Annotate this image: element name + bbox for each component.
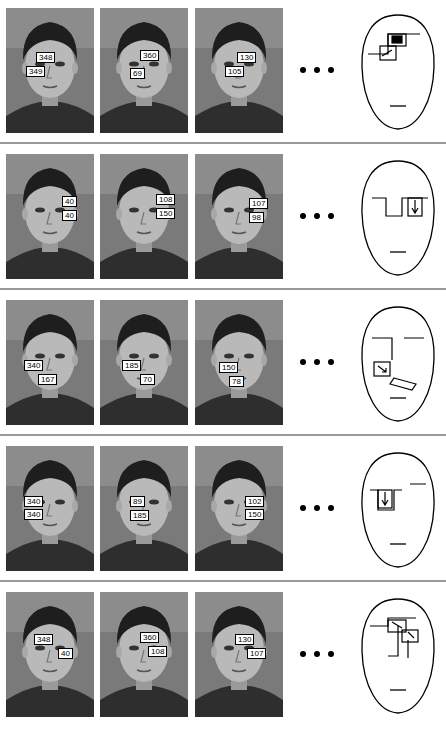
feature-value: 360 — [143, 633, 156, 642]
feature-value: 360 — [143, 51, 156, 60]
feature-value-box: 70 — [140, 374, 155, 385]
feature-value: 130 — [240, 53, 253, 62]
feature-value-box: 107 — [247, 648, 266, 659]
feature-value: 150 — [248, 510, 261, 519]
feature-value-box: 89 — [130, 496, 145, 507]
feature-value-box: 185 — [130, 510, 149, 521]
feature-value: 185 — [125, 361, 138, 370]
feature-value-box: 167 — [38, 374, 57, 385]
feature-value: 108 — [159, 195, 172, 204]
feature-value-box: 108 — [148, 646, 167, 657]
feature-value: 102 — [248, 497, 261, 506]
feature-value-box: 150 — [245, 509, 264, 520]
feature-value-box: 348 — [34, 634, 53, 645]
feature-value: 107 — [250, 649, 263, 658]
feature-value: 108 — [151, 647, 164, 656]
feature-value: 130 — [238, 635, 251, 644]
feature-value-box: 105 — [225, 66, 244, 77]
feature-value-box: 40 — [62, 196, 77, 207]
feature-value: 40 — [65, 197, 74, 206]
feature-value-box: 98 — [249, 212, 264, 223]
feature-value: 340 — [27, 361, 40, 370]
feature-value: 150 — [159, 209, 172, 218]
feature-value: 349 — [29, 67, 42, 76]
feature-value: 89 — [133, 497, 142, 506]
feature-value-box: 108 — [156, 194, 175, 205]
feature-value-box: 150 — [219, 362, 238, 373]
feature-value: 78 — [232, 377, 241, 386]
feature-value: 150 — [222, 363, 235, 372]
feature-value: 40 — [65, 211, 74, 220]
feature-value-box: 340 — [24, 496, 43, 507]
feature-value: 340 — [27, 497, 40, 506]
feature-value-box: 348 — [36, 52, 55, 63]
feature-value-box: 185 — [122, 360, 141, 371]
feature-value-box: 107 — [249, 198, 268, 209]
feature-value: 107 — [252, 199, 265, 208]
feature-value: 105 — [228, 67, 241, 76]
feature-value-box: 130 — [235, 634, 254, 645]
feature-value: 340 — [27, 510, 40, 519]
feature-value: 40 — [61, 649, 70, 658]
feature-value-box: 40 — [58, 648, 73, 659]
feature-value-box: 340 — [24, 360, 43, 371]
feature-value: 185 — [133, 511, 146, 520]
feature-value-box: 150 — [156, 208, 175, 219]
feature-value: 69 — [133, 69, 142, 78]
feature-value: 98 — [252, 213, 261, 222]
feature-value-box: 360 — [140, 50, 159, 61]
feature-value-box: 69 — [130, 68, 145, 79]
feature-value: 70 — [143, 375, 152, 384]
feature-value: 348 — [37, 635, 50, 644]
feature-value-box: 40 — [62, 210, 77, 221]
feature-value: 348 — [39, 53, 52, 62]
feature-value-box: 78 — [229, 376, 244, 387]
feature-value-box: 130 — [237, 52, 256, 63]
feature-value-box: 340 — [24, 509, 43, 520]
feature-value-box: 349 — [26, 66, 45, 77]
feature-value-box: 360 — [140, 632, 159, 643]
feature-value: 167 — [41, 375, 54, 384]
feature-value-box: 102 — [245, 496, 264, 507]
